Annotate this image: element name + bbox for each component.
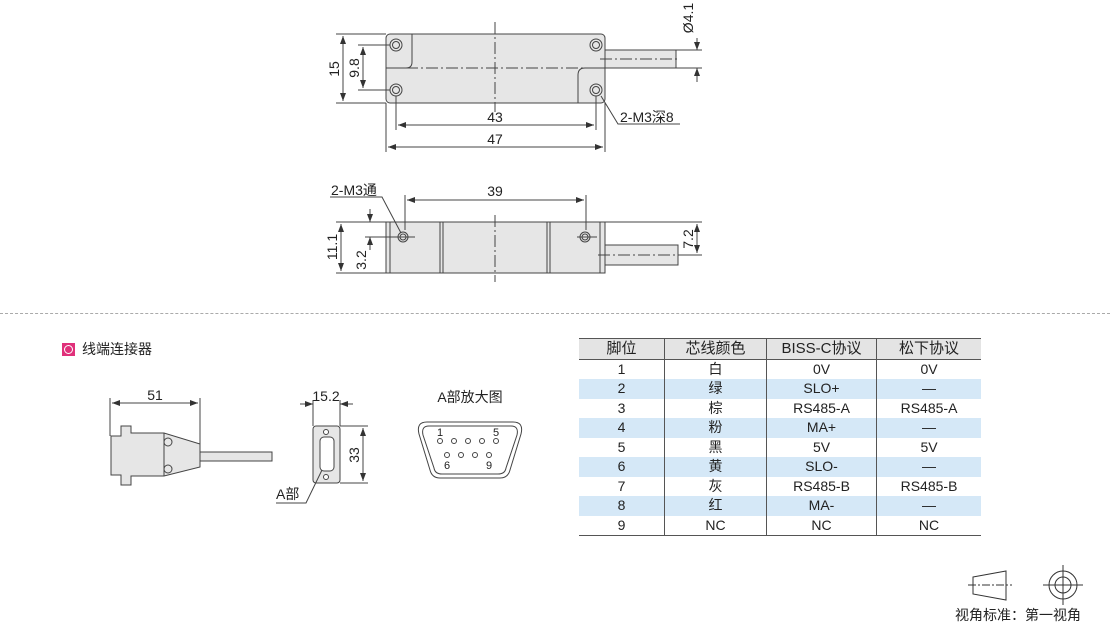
projection-label: 视角标准：第一视角 xyxy=(955,607,1081,623)
cell-pin: 2 xyxy=(579,379,665,399)
cell-bissc: NC xyxy=(766,515,877,536)
dim-connector-height: 33 xyxy=(346,447,362,463)
detail-pins xyxy=(437,438,499,458)
pin-label-9: 9 xyxy=(486,460,492,472)
header-bissc: BISS-C协议 xyxy=(766,338,877,360)
connector-cable xyxy=(199,451,273,462)
cell-color: NC xyxy=(664,515,767,536)
table-header-row: 脚位 芯线颜色 BISS-C协议 松下协议 xyxy=(579,338,981,360)
dim-height: 15 xyxy=(326,61,342,77)
cell-color: 黄 xyxy=(664,457,767,477)
section-title-connector: 线端连接器 xyxy=(62,339,152,359)
dim-cable-offset: 7.2 xyxy=(680,229,696,249)
cell-panasonic: — xyxy=(876,418,981,438)
cell-bissc: 0V xyxy=(766,359,877,379)
cell-pin: 4 xyxy=(579,418,665,438)
cell-panasonic: RS485-A xyxy=(876,398,981,418)
first-angle-projection-symbol xyxy=(968,565,1083,605)
pin-label-1: 1 xyxy=(437,427,443,439)
dim-hole-spacing-h: 43 xyxy=(487,109,503,125)
pin-label-5: 5 xyxy=(493,427,499,439)
cell-bissc: 5V xyxy=(766,437,877,457)
dim-cable-dia: Ø4.1 xyxy=(680,3,696,34)
dim-connector-width: 15.2 xyxy=(312,388,339,404)
mounting-holes xyxy=(389,38,603,97)
cell-bissc: SLO- xyxy=(766,457,877,477)
cell-pin: 5 xyxy=(579,437,665,457)
dim-hole-offset: 3.2 xyxy=(353,250,369,270)
dim-hole-spacing-v: 9.8 xyxy=(346,58,362,78)
cell-bissc: MA- xyxy=(766,496,877,516)
header-color: 芯线颜色 xyxy=(664,338,767,360)
cell-pin: 7 xyxy=(579,476,665,496)
connector-side xyxy=(110,425,201,486)
hole-note: 2-M3深8 xyxy=(620,109,674,125)
cell-panasonic: NC xyxy=(876,515,981,536)
cell-pin: 8 xyxy=(579,496,665,516)
cell-bissc: MA+ xyxy=(766,418,877,438)
cell-color: 黑 xyxy=(664,437,767,457)
cell-pin: 1 xyxy=(579,359,665,379)
cell-color: 白 xyxy=(664,359,767,379)
cell-panasonic: RS485-B xyxy=(876,476,981,496)
cell-color: 棕 xyxy=(664,398,767,418)
cell-panasonic: — xyxy=(876,457,981,477)
cell-bissc: SLO+ xyxy=(766,379,877,399)
cell-color: 粉 xyxy=(664,418,767,438)
connector-drawing xyxy=(109,398,523,504)
section-divider xyxy=(0,313,1110,314)
header-panasonic: 松下协议 xyxy=(876,338,981,360)
top-view-labels: 15 9.8 43 47 Ø4.1 2-M3深8 xyxy=(326,3,696,147)
cell-pin: 6 xyxy=(579,457,665,477)
cell-panasonic: — xyxy=(876,496,981,516)
cell-color: 灰 xyxy=(664,476,767,496)
cell-panasonic: 5V xyxy=(876,437,981,457)
dim-side-height: 11.1 xyxy=(324,234,340,260)
dim-length: 47 xyxy=(487,131,503,147)
dim-hole-spacing: 39 xyxy=(487,183,503,199)
pin-label-6: 6 xyxy=(444,460,450,472)
connector-labels: 51 15.2 33 A部 A部放大图 1 5 6 9 xyxy=(147,387,502,502)
detail-title: A部放大图 xyxy=(437,389,502,405)
side-view xyxy=(330,195,702,282)
cell-color: 绿 xyxy=(664,379,767,399)
cell-pin: 9 xyxy=(579,515,665,536)
dim-connector-length: 51 xyxy=(147,387,163,403)
cell-color: 红 xyxy=(664,496,767,516)
side-view-labels: 2-M3通 39 11.1 3.2 7.2 xyxy=(324,182,696,270)
section-bullet-icon xyxy=(62,342,75,356)
cell-bissc: RS485-A xyxy=(766,398,877,418)
cell-bissc: RS485-B xyxy=(766,476,877,496)
top-view xyxy=(336,22,702,152)
header-pin: 脚位 xyxy=(579,338,665,360)
cell-pin: 3 xyxy=(579,398,665,418)
section-title-text: 线端连接器 xyxy=(82,341,152,357)
detail-shell xyxy=(417,421,523,479)
cell-panasonic: 0V xyxy=(876,359,981,379)
cell-panasonic: — xyxy=(876,379,981,399)
side-hole-note: 2-M3通 xyxy=(331,182,377,198)
part-label: A部 xyxy=(276,486,299,502)
